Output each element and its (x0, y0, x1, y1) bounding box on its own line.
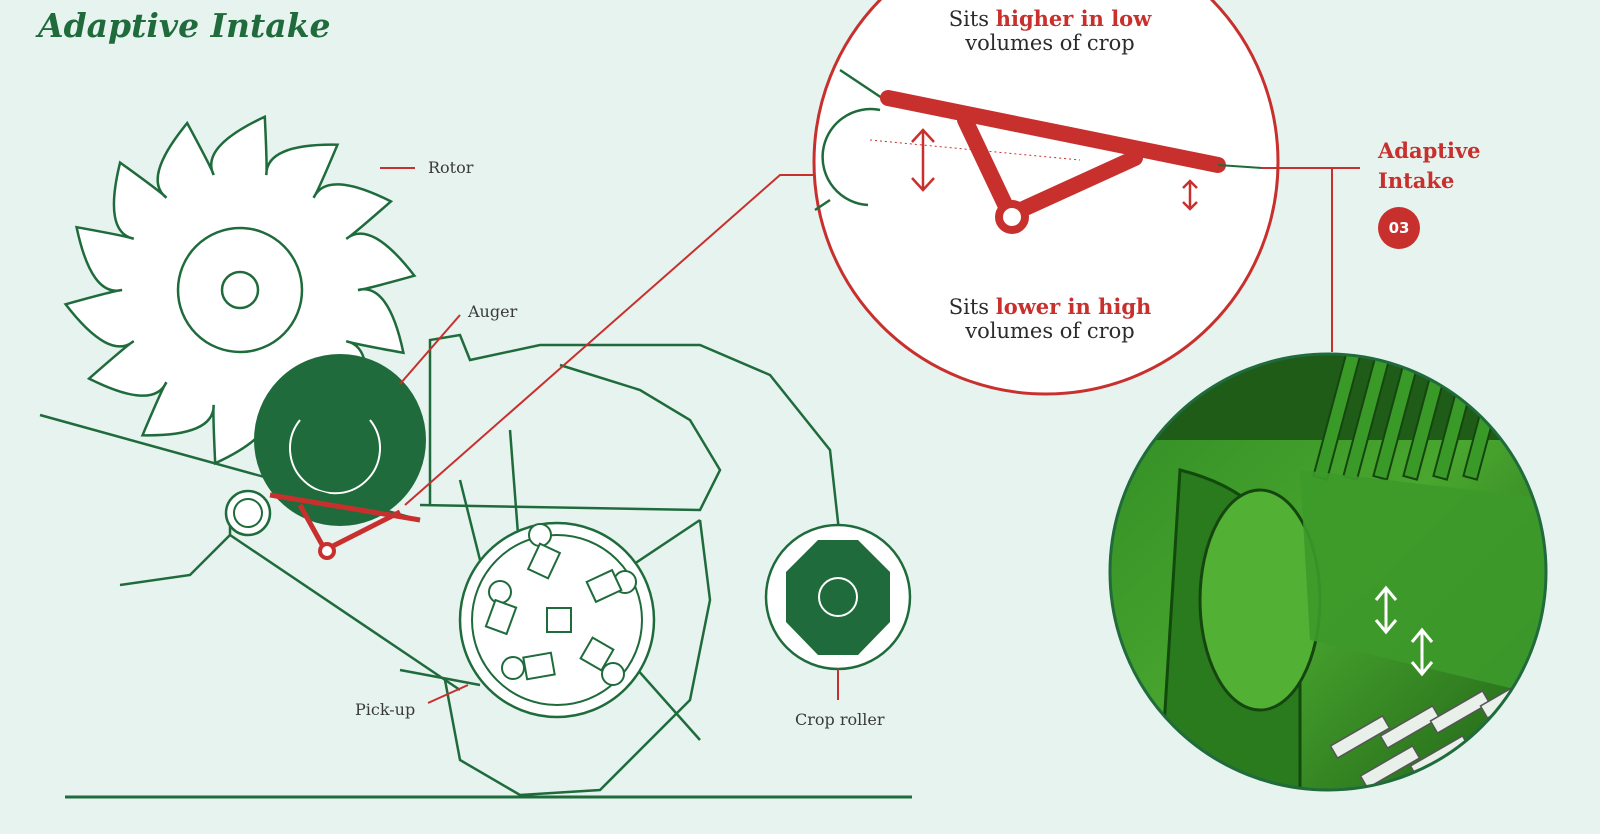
zoom-top-suffix: volumes of crop (965, 31, 1135, 55)
zoom-connector (404, 174, 820, 506)
zoom-text-bottom: Sits lower in high volumes of crop (900, 294, 1200, 344)
pickup-label: Pick-up (355, 700, 416, 719)
diagram-title: Adaptive Intake (38, 6, 331, 45)
rotor-hub-inner (220, 270, 260, 310)
crop-roller-label: Crop roller (795, 710, 885, 729)
auger-drawing (254, 354, 426, 526)
zoom-top-highlight: higher in low (995, 6, 1152, 31)
zoom-bottom-suffix: volumes of crop (965, 319, 1135, 343)
photo-adaptive-intake (1110, 354, 1546, 790)
rotor-label: Rotor (428, 158, 474, 177)
auger-leader (399, 314, 461, 385)
callout-line1: Adaptive (1378, 138, 1481, 163)
auger-label: Auger (468, 302, 518, 321)
crop-roller-drawing (764, 523, 912, 700)
zoom-roller (814, 68, 886, 212)
step-badge: 03 (1378, 207, 1420, 249)
zoom-top-prefix: Sits (948, 7, 996, 31)
zoom-bottom-highlight: lower in high (995, 294, 1152, 319)
zoom-text-top: Sits higher in low volumes of crop (900, 6, 1200, 56)
pickup-leader (427, 684, 469, 704)
adaptive-intake-callout: Adaptive Intake (1378, 136, 1481, 196)
intake-roller (224, 489, 272, 537)
double-arrow-icon (911, 128, 1198, 211)
callout-line2: Intake (1378, 168, 1455, 193)
photo-double-arrow-icon (1374, 585, 1434, 677)
pickup-drum-inner (471, 534, 643, 706)
callout-connector (1262, 167, 1360, 352)
zoom-bottom-prefix: Sits (948, 295, 996, 319)
pickup-tines (484, 523, 637, 686)
